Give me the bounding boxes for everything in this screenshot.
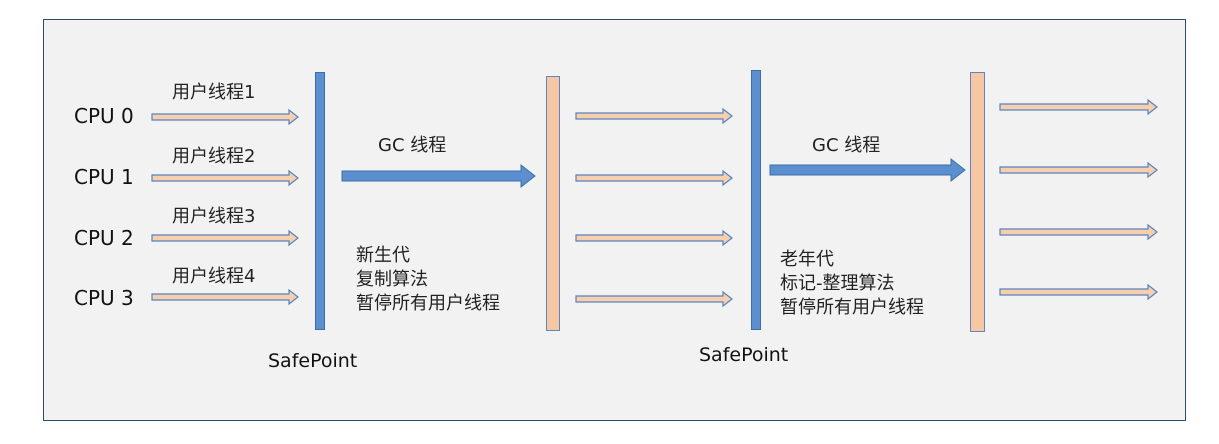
gc-thread-arrow-1 [341,163,536,189]
gc-thread-label-1: GC 线程 [378,135,447,156]
user-thread-3-label: 用户线程3 [172,206,256,227]
safepoint-bar-2 [751,70,761,330]
resume-thread-arrow-phase2-3 [999,223,1158,241]
gc-end-bar-1 [546,76,560,331]
resume-thread-arrow-phase2-1 [999,98,1158,116]
gc-thread-arrow-2 [769,157,966,183]
safepoint-bar-1 [315,72,325,330]
safepoint-label-1: SafePoint [268,350,358,372]
gc-thread-label-2: GC 线程 [812,135,881,156]
resume-thread-arrow-phase1-3 [575,229,733,247]
cpu-3-label: CPU 3 [74,286,134,310]
cpu-1-label: CPU 1 [74,165,134,189]
user-thread-4-label: 用户线程4 [172,266,256,287]
user-thread-arrow-4 [151,288,299,306]
resume-thread-arrow-phase2-2 [999,161,1158,179]
gc-end-bar-2 [970,72,985,332]
cpu-0-label: CPU 0 [74,104,134,128]
phase1-algorithm-note: 复制算法 [356,269,428,290]
user-thread-arrow-1 [151,108,299,126]
diagram-frame [43,19,1186,421]
user-thread-arrow-2 [151,169,299,187]
cpu-2-label: CPU 2 [74,226,134,250]
safepoint-label-2: SafePoint [699,344,789,366]
phase1-pause-note: 暂停所有用户线程 [356,293,500,314]
resume-thread-arrow-phase1-1 [575,107,733,125]
resume-thread-arrow-phase1-2 [575,169,733,187]
user-thread-2-label: 用户线程2 [172,146,256,167]
phase1-generation-note: 新生代 [356,245,410,266]
user-thread-1-label: 用户线程1 [172,82,256,103]
phase2-pause-note: 暂停所有用户线程 [780,297,924,318]
user-thread-arrow-3 [151,229,299,247]
resume-thread-arrow-phase2-4 [999,283,1158,301]
phase2-algorithm-note: 标记-整理算法 [780,273,895,294]
resume-thread-arrow-phase1-4 [575,290,733,308]
phase2-generation-note: 老年代 [780,249,834,270]
